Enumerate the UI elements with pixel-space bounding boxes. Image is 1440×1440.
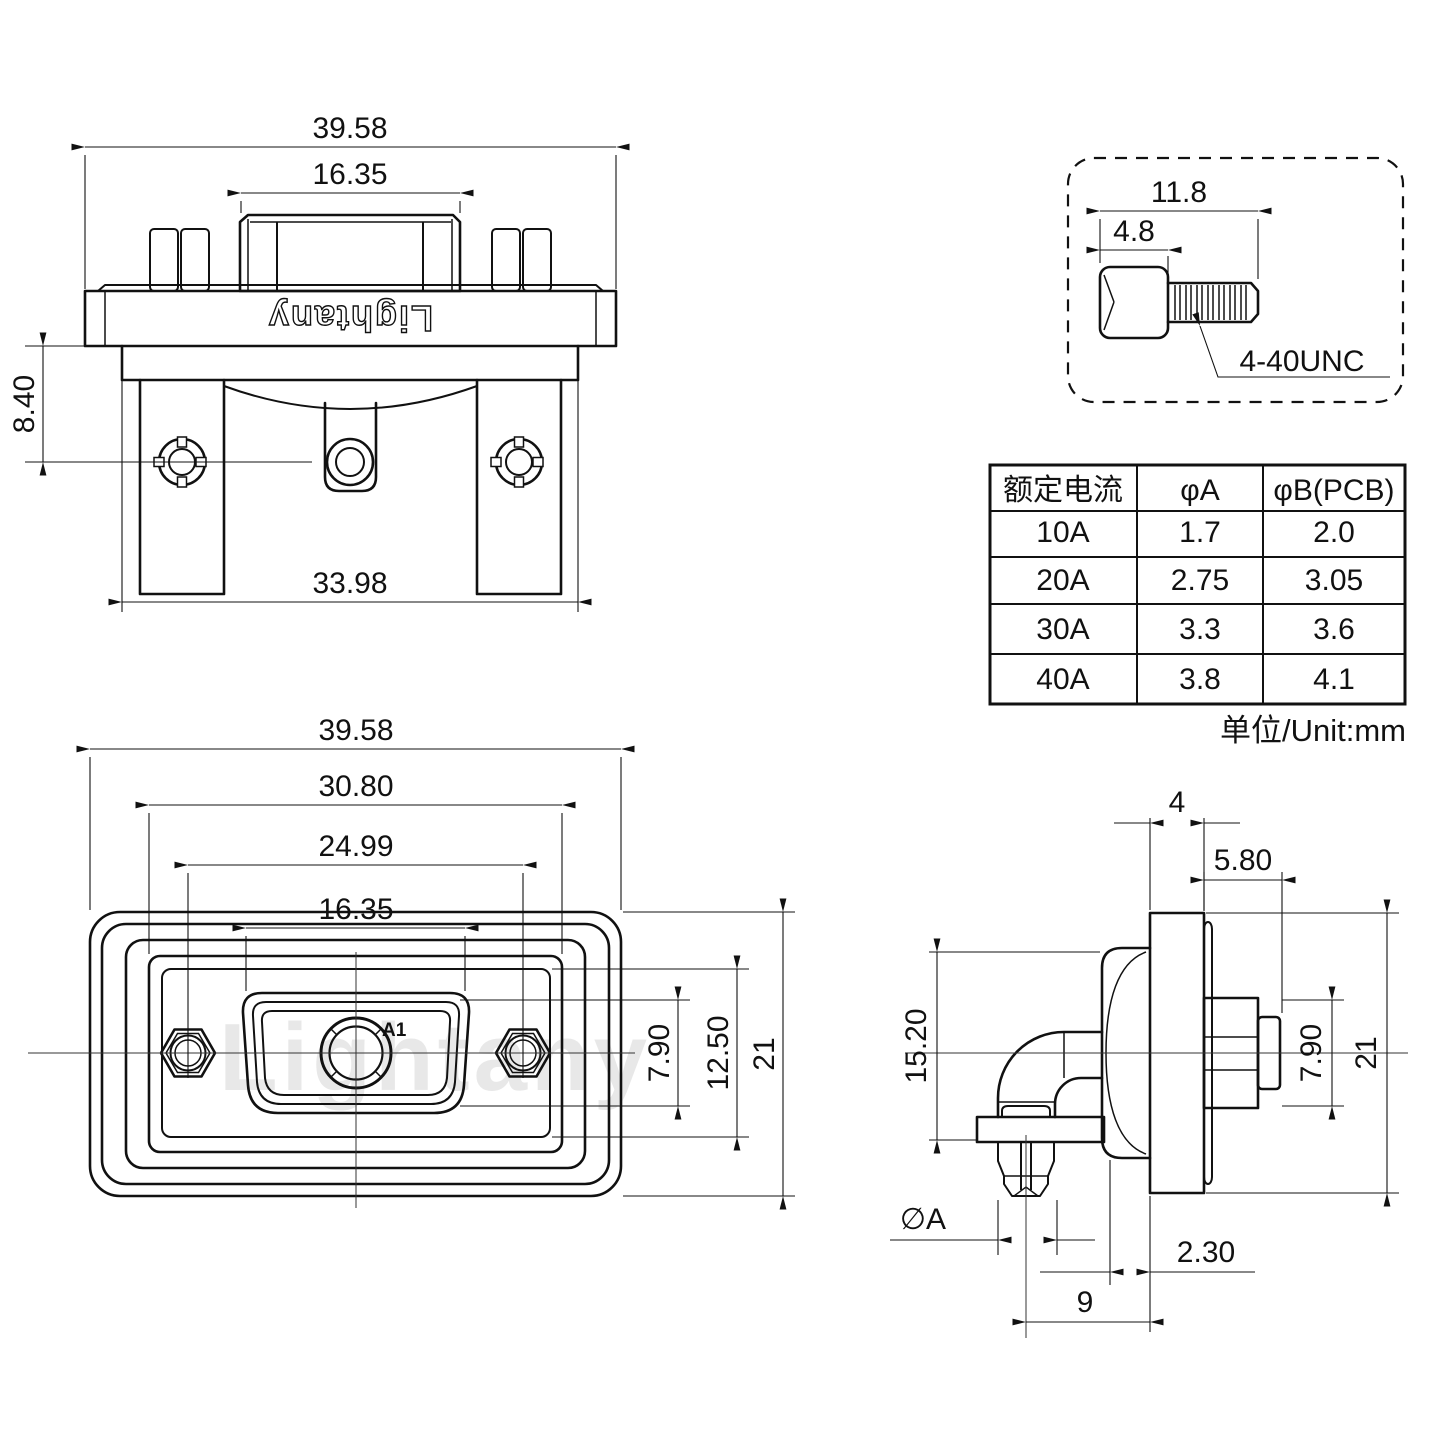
dim-side-gap: 2.30 — [1177, 1236, 1235, 1269]
cell: 30A — [1036, 613, 1089, 646]
dim-front-shroud: 16.35 — [318, 893, 393, 926]
table-header-current: 额定电流 — [1003, 474, 1123, 507]
dim-front-insert-h: 12.50 — [702, 1015, 735, 1090]
thread-spec-label: 4-40UNC — [1239, 345, 1364, 378]
table-row: 20A 2.75 3.05 — [1036, 564, 1363, 597]
cell: 3.05 — [1305, 564, 1363, 597]
table-row: 40A 3.8 4.1 — [1036, 663, 1355, 696]
top-view: Lightany 39.58 16.35 8.40 33. — [8, 112, 630, 612]
dim-screw-head: 4.8 — [1113, 215, 1155, 248]
brand-text: Lightany — [267, 298, 433, 339]
dim-side-pin-dia: ∅A — [900, 1203, 946, 1236]
cell: 3.6 — [1313, 613, 1355, 646]
elbow-tube — [996, 1030, 1104, 1119]
table-header-dia-b: φB(PCB) — [1273, 474, 1394, 507]
cell: 3.3 — [1179, 613, 1221, 646]
screw-head — [491, 228, 521, 292]
dim-side-body-h: 15.20 — [900, 1008, 933, 1083]
dim-front-height: 21 — [748, 1037, 781, 1070]
cell: 2.0 — [1313, 516, 1355, 549]
mount-bracket — [138, 378, 226, 596]
screw-thread-shaft — [1166, 281, 1260, 324]
dim-side-lock-len: 5.80 — [1214, 844, 1272, 877]
dim-top-mount: 33.98 — [312, 567, 387, 600]
watermark-text: Lightany — [219, 1004, 651, 1111]
table-row: 30A 3.3 3.6 — [1036, 613, 1355, 646]
dim-side-lock-h: 7.90 — [1295, 1024, 1328, 1082]
mount-bracket — [475, 378, 563, 596]
cell: 40A — [1036, 663, 1089, 696]
screw-head — [522, 228, 552, 292]
dim-front-opening-h: 7.90 — [643, 1024, 676, 1082]
screw-head-side — [1098, 265, 1170, 340]
table-header-dia-a: φA — [1180, 474, 1219, 507]
cell: 20A — [1036, 564, 1089, 597]
center-tab — [323, 401, 378, 493]
unit-note: 单位/Unit:mm — [1220, 713, 1406, 748]
dim-top-shroud: 16.35 — [312, 158, 387, 191]
cell: 1.7 — [1179, 516, 1221, 549]
cell: 3.8 — [1179, 663, 1221, 696]
base-plate — [975, 1115, 1106, 1144]
table-row: 10A 1.7 2.0 — [1036, 516, 1355, 549]
dim-front-width: 39.58 — [318, 714, 393, 747]
cell: 4.1 — [1313, 663, 1355, 696]
screw-head — [180, 228, 210, 292]
d-sub-opening — [241, 991, 471, 1115]
shroud-outline — [238, 213, 462, 293]
side-view: 4 5.80 15.20 7.90 21 ∅A 2.30 9 — [890, 786, 1408, 1338]
front-view: Lightany A1 — [28, 714, 795, 1210]
spec-table: 额定电流 φA φB(PCB) 10A 1.7 2.0 20A 2.75 3.0… — [988, 463, 1407, 748]
dim-top-width: 39.58 — [312, 112, 387, 145]
screw-head — [149, 228, 179, 292]
detail-boundary — [1066, 156, 1405, 404]
dim-side-height: 21 — [1350, 1036, 1383, 1069]
screw-detail-view: 11.8 4.8 4-40UNC — [1066, 156, 1405, 404]
flange — [83, 289, 618, 348]
dim-screw-total: 11.8 — [1151, 176, 1207, 209]
cell: 2.75 — [1171, 564, 1229, 597]
dim-top-flange-hole: 8.40 — [8, 375, 41, 433]
contact-label: A1 — [382, 1020, 407, 1041]
dim-front-body: 30.80 — [318, 770, 393, 803]
dim-front-pitch: 24.99 — [318, 830, 393, 863]
dim-side-flange-t: 4 — [1169, 786, 1186, 819]
cell: 10A — [1036, 516, 1089, 549]
dim-side-pin-flange: 9 — [1077, 1286, 1094, 1319]
